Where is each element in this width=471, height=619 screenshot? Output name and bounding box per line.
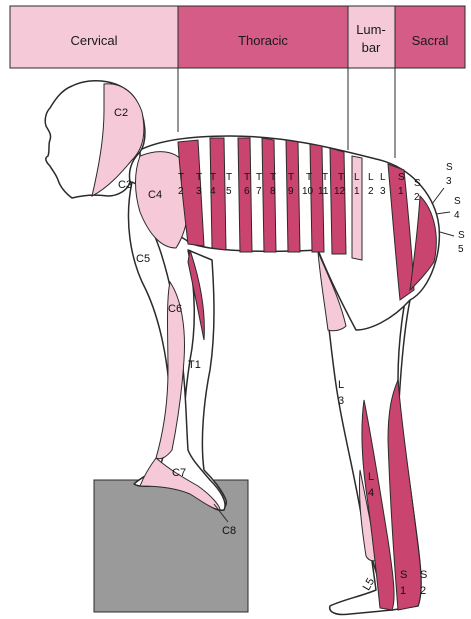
label-l3top-b: 3 bbox=[380, 186, 386, 197]
band-cervical-label: Cervical bbox=[71, 33, 118, 48]
label-c6: C6 bbox=[168, 303, 182, 315]
label-s3-b: 3 bbox=[446, 176, 452, 187]
stripe-t11 bbox=[310, 144, 324, 252]
label-t11-a: T bbox=[322, 172, 328, 183]
label-s3-a: S bbox=[446, 162, 453, 173]
label-t3-a: T bbox=[196, 172, 202, 183]
label-t12-a: T bbox=[338, 172, 344, 183]
label-l4-a: L bbox=[368, 471, 374, 483]
label-t2-a: T bbox=[178, 172, 184, 183]
label-t5-a: T bbox=[226, 172, 232, 183]
label-t6-b: 6 bbox=[244, 186, 250, 197]
label-l3top-a: L bbox=[380, 172, 386, 183]
label-s1top-b: 1 bbox=[398, 186, 404, 197]
label-t4-a: T bbox=[210, 172, 216, 183]
label-c7: C7 bbox=[172, 467, 186, 479]
leader-s4 bbox=[436, 212, 450, 214]
label-c8: C8 bbox=[222, 525, 236, 537]
label-s2-a: S bbox=[420, 569, 427, 581]
label-t4-b: 4 bbox=[210, 186, 216, 197]
label-l4-b: 4 bbox=[368, 487, 374, 499]
band-sacral-label: Sacral bbox=[412, 33, 449, 48]
band-lumbar-label-line1: Lum- bbox=[356, 22, 386, 37]
label-l1-b: 1 bbox=[354, 186, 360, 197]
label-t11-b: 11 bbox=[318, 186, 329, 197]
label-s2top-b: 2 bbox=[414, 192, 420, 203]
leader-s3 bbox=[432, 188, 444, 204]
label-s2-b: 2 bbox=[420, 585, 426, 597]
label-t5-b: 5 bbox=[226, 186, 232, 197]
label-t2-b: 2 bbox=[178, 186, 184, 197]
leader-s5 bbox=[440, 232, 454, 236]
label-s5-a: S bbox=[458, 230, 465, 241]
label-c3: C3 bbox=[118, 179, 132, 191]
label-t12-b: 12 bbox=[334, 186, 346, 197]
label-l3-b: 3 bbox=[338, 395, 344, 407]
label-s1-b: 1 bbox=[400, 585, 406, 597]
label-l3-a: L bbox=[338, 379, 344, 391]
label-t6-a: T bbox=[244, 172, 250, 183]
label-s4-a: S bbox=[454, 196, 461, 207]
label-t7-b: 7 bbox=[256, 186, 262, 197]
label-l1-a: L bbox=[354, 172, 360, 183]
label-t7-a: T bbox=[256, 172, 262, 183]
label-t9-b: 9 bbox=[288, 186, 294, 197]
label-c2: C2 bbox=[114, 107, 128, 119]
label-t1: T1 bbox=[188, 359, 201, 371]
label-t9-a: T bbox=[288, 172, 294, 183]
label-c4: C4 bbox=[148, 189, 162, 201]
label-s5-b: 5 bbox=[458, 244, 464, 255]
label-s1top-a: S bbox=[398, 172, 405, 183]
label-l2-a: L bbox=[368, 172, 374, 183]
label-s1-a: S bbox=[400, 569, 407, 581]
label-t8-a: T bbox=[270, 172, 276, 183]
label-c5: C5 bbox=[136, 253, 150, 265]
label-t8-b: 8 bbox=[270, 186, 276, 197]
band-lumbar bbox=[348, 6, 395, 68]
label-s4-b: 4 bbox=[454, 210, 460, 221]
label-l2-b: 2 bbox=[368, 186, 374, 197]
stripe-t12 bbox=[330, 148, 346, 254]
label-t10-b: 10 bbox=[302, 186, 314, 197]
band-thoracic-label: Thoracic bbox=[238, 33, 288, 48]
label-t10-a: T bbox=[306, 172, 312, 183]
label-s2top-a: S bbox=[414, 178, 421, 189]
label-t3-b: 3 bbox=[196, 186, 202, 197]
band-lumbar-label-line2: bar bbox=[362, 40, 381, 55]
